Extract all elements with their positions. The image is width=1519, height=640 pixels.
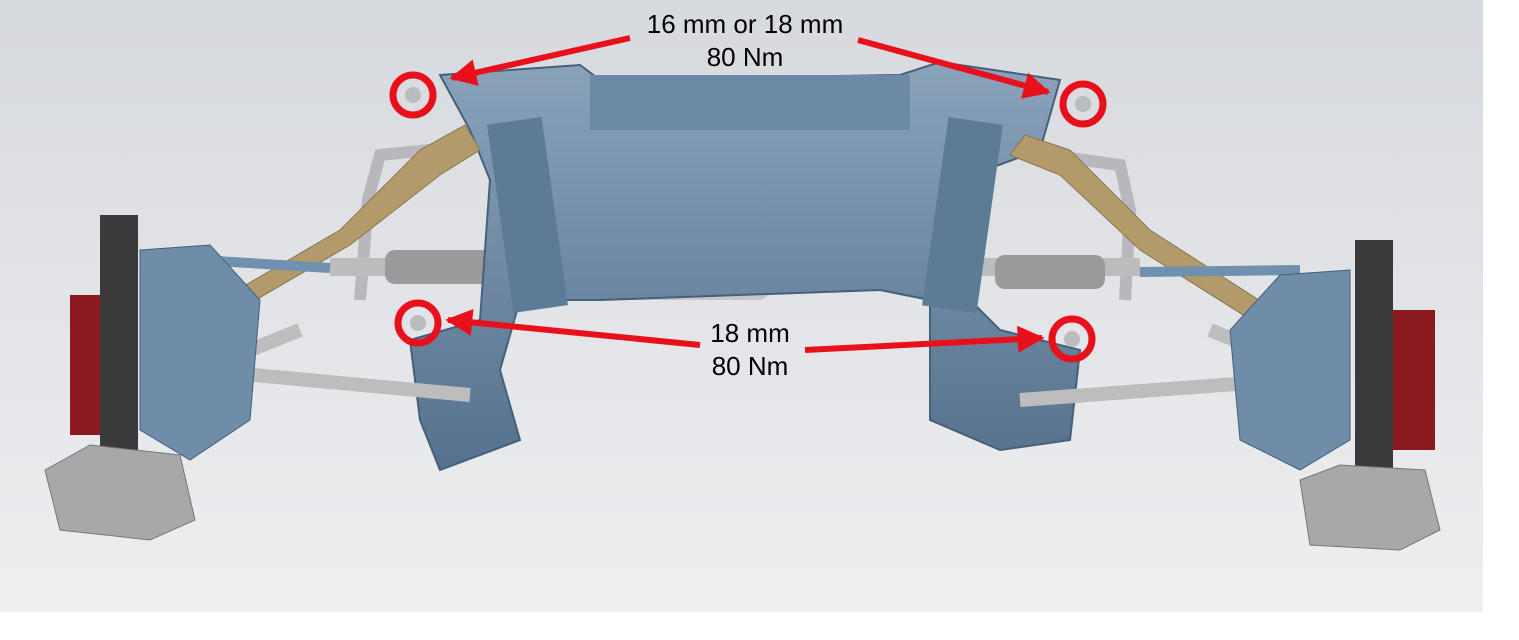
rack-boot-left [385,250,495,284]
arrow-upper-left [449,35,631,86]
upper-right-bolt-marker [1059,80,1107,128]
upper-bolt-torque-label: 80 Nm [706,42,784,72]
lower-bolt-torque-label: 80 Nm [711,351,789,381]
upper-left-bolt-marker [389,71,437,119]
subframe-rail-right [922,117,1003,313]
upper-bolt-size-label: 16 mm or 18 mm [646,9,844,39]
subframe-rail-left [487,117,568,313]
lower-bolt-size-label: 18 mm [710,318,790,348]
bolt-markers [389,71,1107,363]
subframe [408,60,1082,472]
bolt-heads [405,87,1091,347]
pointer-arrows [445,35,1051,353]
wheel-assembly-right [1229,240,1441,551]
arrow-lower-right [804,325,1045,353]
arrow-upper-right [857,37,1051,99]
tie-rod-right [1139,265,1301,277]
lower-right-bolt-marker [1048,315,1096,363]
arrow-lower-left [445,308,701,348]
lower-left-bolt-marker [394,299,442,347]
subframe-crossmember [590,75,910,130]
rack-boot-right [995,255,1105,289]
wheel-assembly-left [44,215,261,541]
